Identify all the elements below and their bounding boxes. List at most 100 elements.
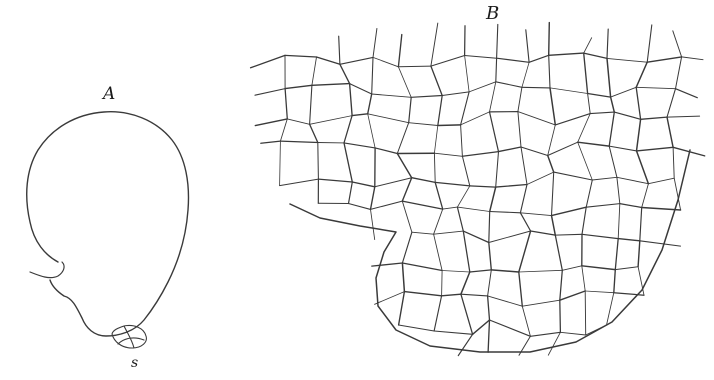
cell-wall (636, 87, 675, 88)
cell-wall (352, 182, 375, 187)
cell-wall (434, 231, 464, 234)
cell-wall (443, 207, 458, 209)
cell-wall (618, 239, 640, 241)
cell-wall (398, 35, 401, 67)
cell-wall (560, 291, 585, 300)
cell-wall (399, 325, 435, 331)
cell-wall (548, 332, 560, 355)
cell-wall (473, 320, 490, 334)
cell-wall (584, 53, 588, 93)
cell-wall (287, 119, 309, 124)
cell-wall (588, 94, 591, 114)
cell-wall (344, 143, 352, 182)
figure-b-label: B (486, 5, 499, 23)
cell-wall (442, 294, 461, 296)
figure-a-body-outline (27, 112, 189, 336)
cell-wall (318, 179, 352, 182)
cell-wall (667, 116, 700, 117)
figure-a-outline (27, 112, 189, 348)
cell-wall (582, 207, 586, 234)
cell-wall (458, 334, 472, 355)
cell-wall (431, 23, 438, 66)
cell-wall (280, 179, 319, 186)
cell-wall (588, 94, 611, 98)
cell-wall (526, 30, 529, 63)
cell-wall (372, 57, 373, 94)
cell-wall (373, 29, 377, 58)
cell-wall (673, 31, 682, 57)
cell-wall (648, 178, 674, 184)
cell-wall (457, 207, 489, 211)
cell-wall (434, 296, 442, 331)
cell-wall (607, 29, 608, 58)
cell-wall (519, 272, 523, 306)
cell-wall (461, 272, 470, 294)
cell-wall (590, 112, 614, 114)
cell-wall (497, 58, 529, 62)
cell-wall (312, 84, 350, 86)
cell-wall (637, 147, 674, 151)
cell-wall (435, 182, 443, 209)
cell-wall (637, 151, 649, 184)
cell-wall (490, 212, 521, 213)
cell-wall (552, 172, 554, 216)
cell-wall (552, 207, 587, 215)
figure-a-s-label: s (131, 356, 138, 370)
cell-wall (560, 332, 585, 335)
cell-wall (584, 38, 592, 53)
cell-wall (560, 300, 561, 332)
cell-wall (310, 124, 318, 142)
cell-wall (496, 82, 522, 88)
cell-wall (584, 53, 607, 58)
cell-wall (397, 154, 411, 178)
cell-wall (549, 53, 584, 55)
cell-wall (586, 180, 592, 207)
figure-b-tissue (251, 23, 705, 356)
cell-wall (520, 185, 527, 213)
cell-wall (350, 84, 372, 94)
figure-a-base-cells (112, 325, 146, 348)
cell-wall (520, 213, 530, 231)
cell-wall (578, 142, 593, 180)
cell-wall (519, 231, 531, 272)
cell-wall (527, 172, 554, 184)
cell-wall (352, 114, 368, 116)
cell-wall (310, 85, 312, 124)
cell-wall (340, 57, 373, 64)
cell-wall (372, 263, 403, 266)
cell-wall (607, 58, 647, 62)
cell-wall (442, 92, 469, 96)
cell-wall (470, 270, 492, 272)
cell-wall (318, 143, 319, 180)
cell-wall (371, 209, 375, 239)
cell-wall (350, 84, 353, 116)
cell-wall (255, 89, 285, 96)
cell-wall (497, 24, 498, 58)
cell-wall (614, 270, 616, 293)
cell-wall (310, 116, 353, 125)
cell-wall (518, 112, 521, 147)
cell-wall (465, 56, 470, 92)
cell-wall (518, 112, 555, 125)
cell-wall (552, 216, 556, 236)
cell-wall (488, 270, 492, 296)
cell-wall (285, 55, 317, 57)
cell-wall (368, 94, 372, 114)
cell-wall (522, 306, 530, 336)
cell-wall (586, 204, 620, 208)
cell-wall (434, 331, 473, 334)
cell-wall (582, 266, 616, 270)
cell-wall (489, 243, 492, 270)
cell-wall (496, 58, 497, 82)
cell-wall (462, 156, 469, 186)
cell-wall (434, 153, 462, 156)
cell-wall (402, 263, 442, 271)
cell-wall (463, 231, 470, 272)
cell-wall (375, 292, 405, 305)
cell-wall (398, 66, 431, 67)
cell-wall (611, 87, 637, 97)
cell-wall (562, 266, 582, 271)
cell-wall (411, 96, 442, 98)
